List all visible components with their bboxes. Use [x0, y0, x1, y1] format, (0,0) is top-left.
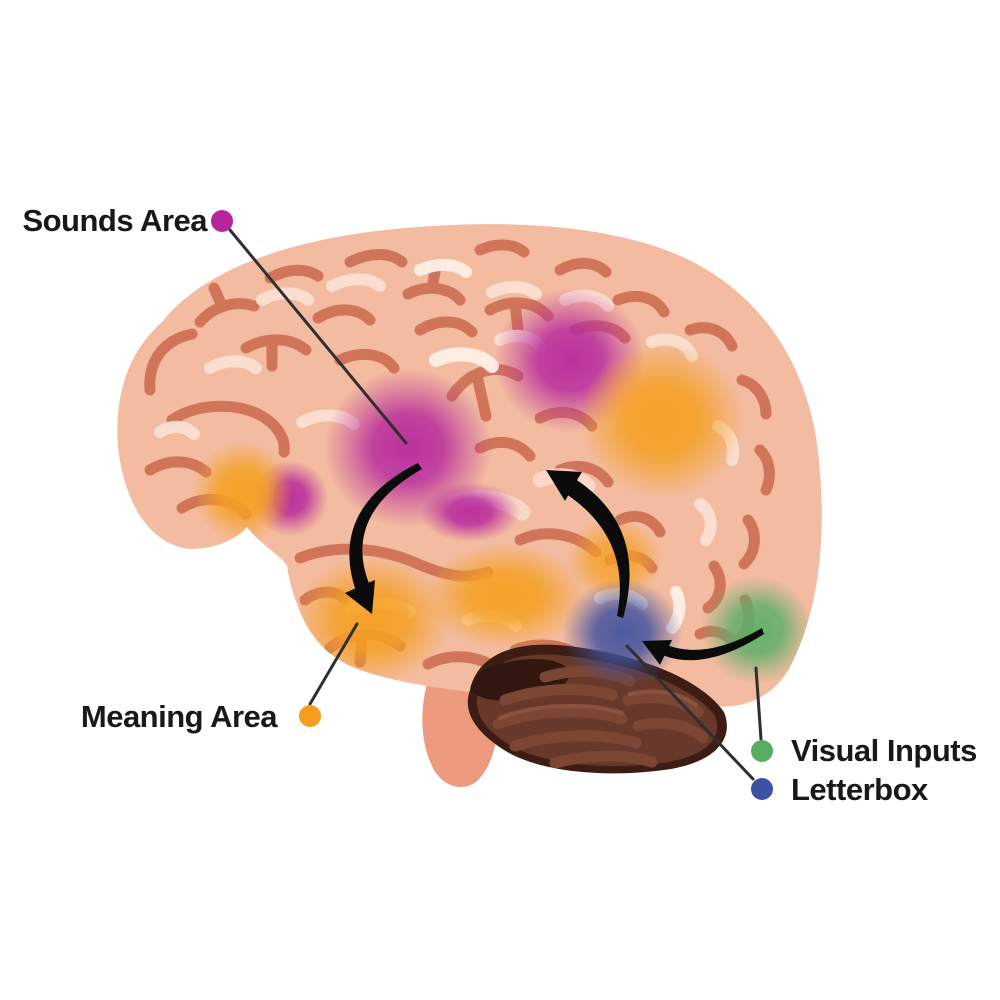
- visual-leader-line: [754, 666, 763, 741]
- sounds-area-region-mid: [420, 482, 520, 542]
- letterbox-region: [562, 579, 682, 687]
- visual-inputs-dot: [751, 740, 773, 762]
- meaning-leader-line: [308, 622, 359, 706]
- visual-inputs-region: [701, 576, 813, 684]
- letterbox-leader-line: [625, 644, 755, 781]
- sounds-area-label: Sounds Area: [22, 203, 208, 238]
- meaning-area-region-right: [567, 518, 663, 602]
- sounds-area-dot: [211, 210, 233, 232]
- meaning-area-label: Meaning Area: [81, 699, 278, 734]
- arrow-visual-to-letterbox: [656, 628, 764, 661]
- sounds-leader-line: [228, 228, 408, 445]
- pathway-arrows: [345, 463, 764, 665]
- meaning-area-dot: [299, 705, 321, 727]
- letterbox-dot: [751, 778, 773, 800]
- meaning-area-region-main: [294, 556, 450, 684]
- meaning-area-region-upper-right: [580, 342, 744, 498]
- visual-inputs-label: Visual Inputs: [791, 733, 977, 768]
- leader-lines: [228, 228, 763, 781]
- meaning-area-region-frontal: [193, 442, 293, 542]
- arrow-sounds-to-meaning: [349, 463, 422, 597]
- letterbox-label: Letterbox: [791, 772, 929, 807]
- meaning-area-region-mid: [425, 544, 585, 648]
